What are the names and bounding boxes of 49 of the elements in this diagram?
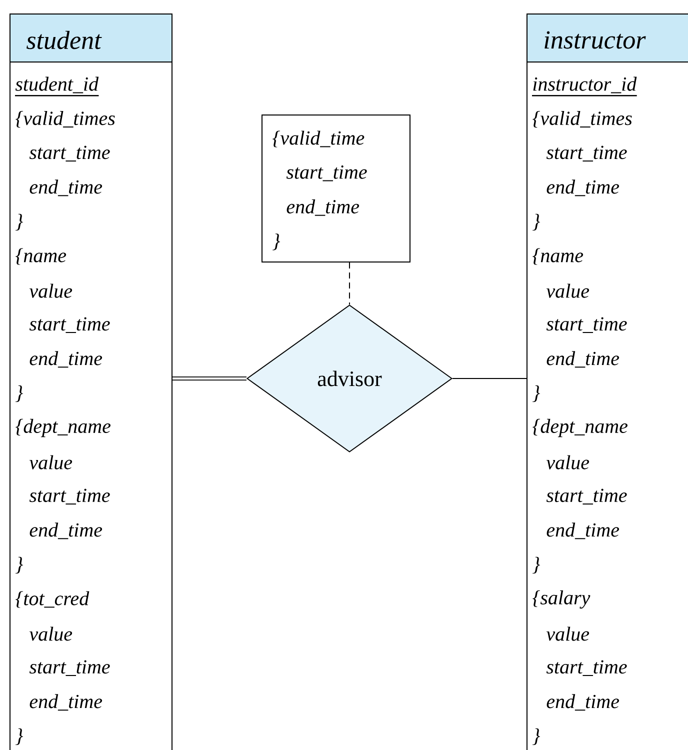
attribute-text: start_time [546,317,627,333]
key-attribute: student_id [15,76,99,96]
attribute-text: {valid_time [272,130,364,148]
attribute-text: start_time [29,317,110,333]
attribute-text: } [16,556,24,574]
attribute-text: start_time [546,660,627,676]
attribute-text: value [546,284,590,298]
attribute-text: start_time [286,165,367,182]
attribute-text: {valid_times [16,111,115,128]
attribute-text: } [532,728,540,745]
entity-name: instructor [544,31,646,49]
attribute-text: {name [532,248,584,265]
attribute-text: start_time [29,146,110,162]
attribute-text: end_time [546,351,620,368]
attribute-text: {name [16,248,66,265]
attribute-text: end_time [30,180,102,196]
attribute-text: start_time [546,146,627,162]
attribute-text: value [546,626,590,641]
attribute-text: end_time [286,199,360,216]
attribute-text: end_time [30,522,102,540]
attribute-text: end_time [546,180,620,196]
attribute-text: {salary [532,590,590,609]
attribute-text: start_time [29,660,110,676]
attribute-text: value [29,284,72,298]
entity-name: student [26,30,102,50]
connector-line [452,378,527,379]
attribute-text: value [546,455,590,470]
attribute-text: } [16,214,24,230]
attribute-text: {dept_name [532,418,628,438]
attribute-text: {valid_times [532,111,632,128]
attribute-text: end_time [546,522,620,540]
attribute-text: end_time [30,694,102,711]
attribute-text: end_time [30,351,102,368]
attribute-text: end_time [546,694,620,711]
attribute-text: start_time [29,488,110,504]
attribute-text: } [532,385,540,402]
attribute-text: } [272,234,280,250]
attribute-text: start_time [546,488,627,504]
attribute-text: {dept_name [16,418,110,438]
connector-line [349,262,350,305]
attribute-text: {tot_cred [16,591,90,608]
attribute-text: value [29,455,72,470]
connector-line [172,376,246,380]
key-attribute: instructor_id [532,76,637,96]
attribute-text: } [16,728,24,745]
attribute-text: } [532,556,540,574]
attribute-text: value [29,626,72,641]
attribute-text: } [16,385,24,402]
attribute-text: } [532,214,540,230]
